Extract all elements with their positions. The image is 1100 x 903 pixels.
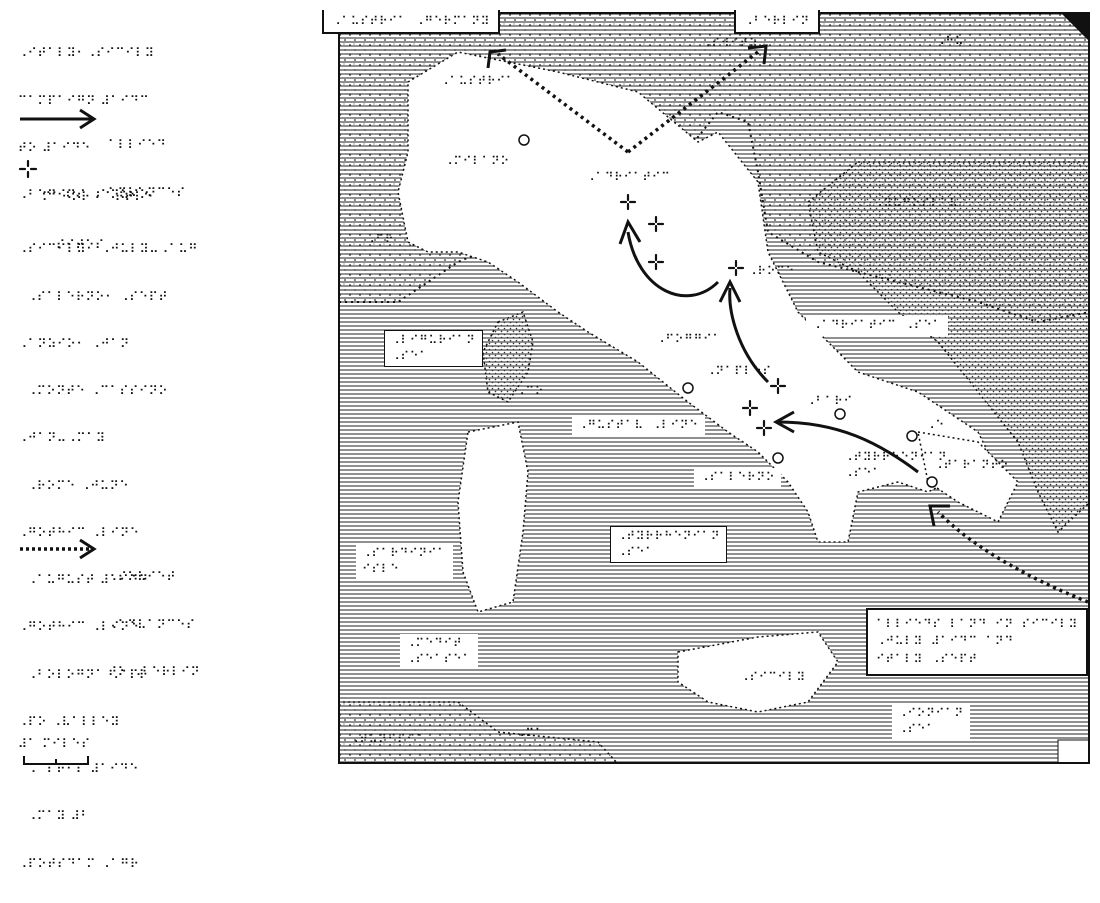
allied-arrow-center: [728, 287, 770, 384]
map-label-tunisia: ⠠⠞⠥⠝⠊⠎⠊⠁: [350, 732, 426, 746]
map-label-milan: ⠠⠍⠊⠇⠁⠝⠕: [444, 154, 510, 168]
tab-berlin: ⠠⠃⠑⠗⠇⠊⠝: [734, 10, 820, 34]
map-label-switzerland: ⠠⠎⠺⠊⠞⠵: [702, 36, 759, 50]
map-label-tyrrhenian-n: ⠠⠞⠽⠗⠗⠓⠑⠝⠊⠁⠝ ⠠⠎⠑⠁: [610, 526, 728, 564]
corner-box: [1057, 739, 1091, 765]
city-marker: [926, 476, 938, 488]
sicily-landing-note: ⠁⠇⠇⠊⠑⠙⠎ ⠇⠁⠝⠙ ⠊⠝ ⠎⠊⠉⠊⠇⠽ ⠠⠚⠥⠇⠽ ⠼⠁⠊⠙⠉ ⠁⠝⠙ ⠊…: [866, 608, 1088, 677]
battle-cross-icon: [647, 253, 665, 271]
map-label-malta: ⠠⠍⠁: [516, 726, 545, 740]
city-marker: [772, 452, 784, 464]
map-label-adriatic-sea: ⠠⠁⠙⠗⠊⠁⠞⠊⠉ ⠠⠎⠑⠁: [806, 316, 948, 336]
dotted-arrow-symbol: [20, 538, 97, 560]
map-label-sardinia: ⠠⠎⠁⠗⠙⠊⠝⠊⠁ ⠊⠎⠇⠑: [356, 544, 453, 580]
city-markers: [518, 134, 938, 488]
map-label-gustav-line: ⠠⠛⠥⠎⠞⠁⠧ ⠠⠇⠊⠝⠑: [572, 416, 705, 436]
scale-bar: [23, 756, 89, 765]
battle-cross-icon: [755, 419, 773, 437]
map-label-taranto: ⠠⠞⠁⠗⠁⠝⠞⠕: [934, 458, 1010, 472]
map-label-france: ⠠⠋⠗: [366, 232, 395, 246]
city-marker: [834, 408, 846, 420]
allied-arrow-south-head: [772, 410, 795, 434]
map-label-rome: ⠠⠗⠕⠍⠑: [748, 264, 795, 278]
map-label-austria-n: ⠠⠁⠥⠎⠞⠗⠊⠁: [440, 74, 516, 88]
dotted-arrow-east: [936, 510, 1089, 604]
map-label-tyrrhenian-s: ⠠⠞⠽⠗⠗⠓⠑⠝⠊⠁⠝ ⠠⠎⠑⠁: [844, 450, 948, 480]
map-label-ne-corner: ⠠⠓⠥: [936, 34, 965, 48]
dotted-arrow-berlin-head: [747, 44, 768, 65]
map-frame: [338, 12, 1090, 764]
legend-dotted-arrow-text: ⠠⠎⠕⠧⠊⠑⠞ ⠠⠁⠙⠧⠁⠝⠉⠑⠎ ⠞⠕ ⠠⠃⠑⠗⠇⠊⠝: [108, 569, 201, 679]
city-marker: [518, 134, 530, 146]
battle-cross-icon: [18, 159, 38, 179]
city-marker: [682, 382, 694, 394]
italy-heel: [917, 431, 1019, 524]
map-label-bologna: ⠠⠁⠙⠗⠊⠁⠞⠊⠉: [586, 170, 671, 184]
battle-markers: [619, 193, 787, 437]
dotted-arrow-austria: [496, 52, 630, 154]
north-corner-mark: [1060, 12, 1090, 42]
allied-arrow-north: [626, 231, 720, 298]
map-label-corsica: ⠠⠉⠕: [516, 384, 545, 398]
legend-battle-marker-text: ⠍⠁⠚⠕⠗ ⠃⠁⠞⠞⠇⠑ ⠎⠊⠞⠑⠎: [42, 189, 154, 252]
map-label-e-corner: ⠠⠑: [926, 418, 945, 432]
italy-mainland: [397, 51, 999, 543]
allied-arrow-south: [777, 420, 919, 474]
legend-solid-arrow-text: ⠁⠇⠇⠊⠑⠙ ⠁⠙⠧⠁⠝⠉⠑⠎: [108, 137, 187, 200]
dotted-arrow-austria-head: [486, 48, 507, 69]
tab-austria-germany: ⠠⠁⠥⠎⠞⠗⠊⠁ ⠠⠛⠑⠗⠍⠁⠝⠽: [322, 10, 501, 34]
map-label-ligurian-sea: ⠠⠇⠊⠛⠥⠗⠊⠁⠝ ⠠⠎⠑⠁: [384, 330, 483, 368]
legend-title: ⠠⠊⠞⠁⠇⠽⠂⠠⠎⠊⠉⠊⠇⠽ ⠉⠁⠍⠏⠁⠊⠛⠝ ⠼⠁⠊⠙⠉ ⠞⠕ ⠼⠁⠊⠙⠑ ⠠…: [18, 45, 155, 202]
map-label-salerno: ⠠⠎⠁⠇⠑⠗⠝⠕: [694, 468, 782, 488]
map-label-yugoslavia: ⠠⠽⠥⠛⠕⠎⠇⠁⠧: [874, 196, 959, 210]
map-label-mediterranean: ⠠⠍⠑⠙⠊⠞ ⠠⠎⠑⠁⠎⠑⠁: [400, 634, 478, 670]
italy-campaign-map: ⠠⠁⠥⠎⠞⠗⠊⠁ ⠠⠛⠑⠗⠍⠁⠝⠽ ⠠⠃⠑⠗⠇⠊⠝ ⠠⠁⠥⠎⠞⠗⠊⠁ ⠠⠎⠺⠊⠞…: [322, 10, 1091, 765]
battle-cross-icon: [619, 193, 637, 211]
allied-arrow-center-head: [718, 278, 742, 303]
battle-cross-icon: [741, 399, 759, 417]
map-label-ionian-sea: ⠠⠊⠕⠝⠊⠁⠝ ⠠⠎⠑⠁: [892, 704, 970, 740]
allied-arrow-north-head: [618, 218, 642, 245]
map-label-naples: ⠠⠝⠁⠏⠇⠑⠎: [706, 364, 772, 378]
sicily-island: [677, 631, 839, 713]
solid-arrow-symbol: [20, 108, 97, 130]
scale-label: ⠼⠁ ⠍⠊⠇⠑⠎: [18, 736, 91, 751]
battle-cross-icon: [647, 215, 665, 233]
map-label-sicily: ⠠⠎⠊⠉⠊⠇⠽: [740, 670, 806, 684]
map-legend: ⠠⠊⠞⠁⠇⠽⠂⠠⠎⠊⠉⠊⠇⠽ ⠉⠁⠍⠏⠁⠊⠛⠝ ⠼⠁⠊⠙⠉ ⠞⠕ ⠼⠁⠊⠙⠑ ⠠…: [18, 14, 318, 870]
dotted-arrow-east-head: [928, 504, 950, 527]
battle-cross-icon: [727, 259, 745, 277]
sardinia-island: [457, 421, 529, 613]
map-label-bari: ⠠⠃⠁⠗⠊: [806, 394, 853, 408]
corsica-island: [482, 311, 534, 403]
battle-cross-icon: [769, 377, 787, 395]
map-label-foggia: ⠠⠋⠕⠛⠛⠊⠁: [656, 332, 722, 346]
city-marker: [906, 430, 918, 442]
